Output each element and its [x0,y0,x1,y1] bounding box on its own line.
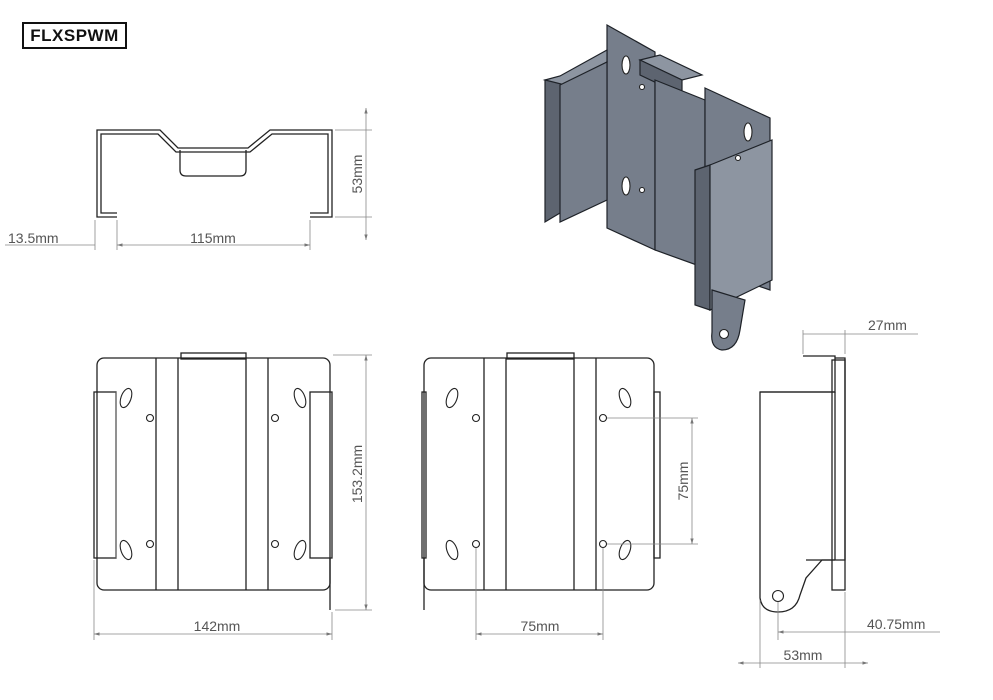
isometric-view [542,23,773,351]
rear-view: 75mm 75mm [421,352,698,640]
dim-hole-spacing-vertical: 75mm [675,462,691,501]
dim-front-height: 153.2mm [349,445,365,503]
right-side-view: 27mm 40.75mm 53mm [738,317,940,668]
dim-hole-spacing-horizontal: 75mm [521,618,560,634]
dim-side-width: 115mm [190,230,236,246]
dim-profile-depth: 53mm [784,647,823,663]
dim-side-height: 53mm [349,155,365,194]
dim-front-width: 142mm [194,618,241,634]
dim-tab-offset: 40.75mm [867,616,925,632]
side-profile-view: 53mm 13.5mm 115mm [5,108,372,250]
brand-logo: FLXSPWM [22,22,127,49]
front-view: 153.2mm 142mm [93,352,372,640]
dim-depth-top: 27mm [868,317,907,333]
dim-side-offset: 13.5mm [8,230,59,246]
